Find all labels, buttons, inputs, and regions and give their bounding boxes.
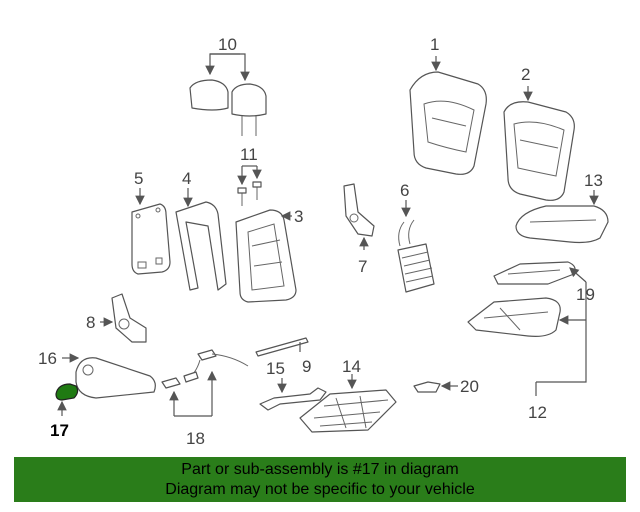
back-frame-surround-part[interactable] <box>175 201 227 291</box>
callout-10: 10 <box>218 35 237 54</box>
callout-6: 6 <box>400 181 409 200</box>
callout-19: 19 <box>576 285 595 304</box>
small-bracket-part[interactable] <box>413 381 441 393</box>
highlighted-knob-part[interactable] <box>55 383 79 401</box>
callout-2: 2 <box>521 65 530 84</box>
callout-3: 3 <box>294 207 303 226</box>
banner-line-1: Part or sub-assembly is #17 in diagram <box>181 461 459 478</box>
callout-9: 9 <box>302 357 311 376</box>
callout-14: 14 <box>342 357 361 376</box>
callout-4: 4 <box>182 169 191 188</box>
back-panel-part[interactable] <box>131 203 171 275</box>
callout-11: 11 <box>240 145 258 164</box>
adjuster-cable-part[interactable] <box>161 349 249 389</box>
callout-13: 13 <box>584 171 603 190</box>
parts-diagram: 10 11 1 2 13 19 <box>38 35 609 448</box>
cushion-pad-part[interactable] <box>515 205 609 244</box>
callout-1: 1 <box>430 35 439 54</box>
cushion-frame-part[interactable] <box>467 297 561 337</box>
callout-18: 18 <box>186 429 205 448</box>
seat-back-pad-part[interactable] <box>503 101 575 201</box>
seat-adjuster-part[interactable] <box>299 389 397 433</box>
callout-5: 5 <box>134 169 143 188</box>
seat-back-frame-part[interactable] <box>235 209 297 303</box>
lumbar-support-part[interactable] <box>397 219 435 293</box>
callout-16: 16 <box>38 349 57 368</box>
callout-12: 12 <box>528 403 547 422</box>
info-banner: Part or sub-assembly is #17 in diagram D… <box>14 457 626 502</box>
side-shield-part[interactable] <box>75 357 156 399</box>
cushion-cover-part[interactable] <box>493 261 576 285</box>
seat-back-cover-part[interactable] <box>409 71 487 175</box>
headrest-left-part[interactable] <box>189 79 229 111</box>
callout-15: 15 <box>266 359 285 378</box>
callout-20: 20 <box>460 377 479 396</box>
release-handle-part[interactable] <box>259 387 327 411</box>
rod-part[interactable] <box>255 337 309 357</box>
callout-17: 17 <box>50 421 69 440</box>
banner-line-2: Diagram may not be specific to your vehi… <box>165 481 475 498</box>
recliner-bracket-part[interactable] <box>343 183 375 237</box>
recliner-mechanism-part[interactable] <box>111 293 147 343</box>
headrest-right-part[interactable] <box>231 83 267 136</box>
headrest-guides-part[interactable] <box>237 181 262 206</box>
callout-8: 8 <box>86 313 95 332</box>
callout-7: 7 <box>358 257 367 276</box>
